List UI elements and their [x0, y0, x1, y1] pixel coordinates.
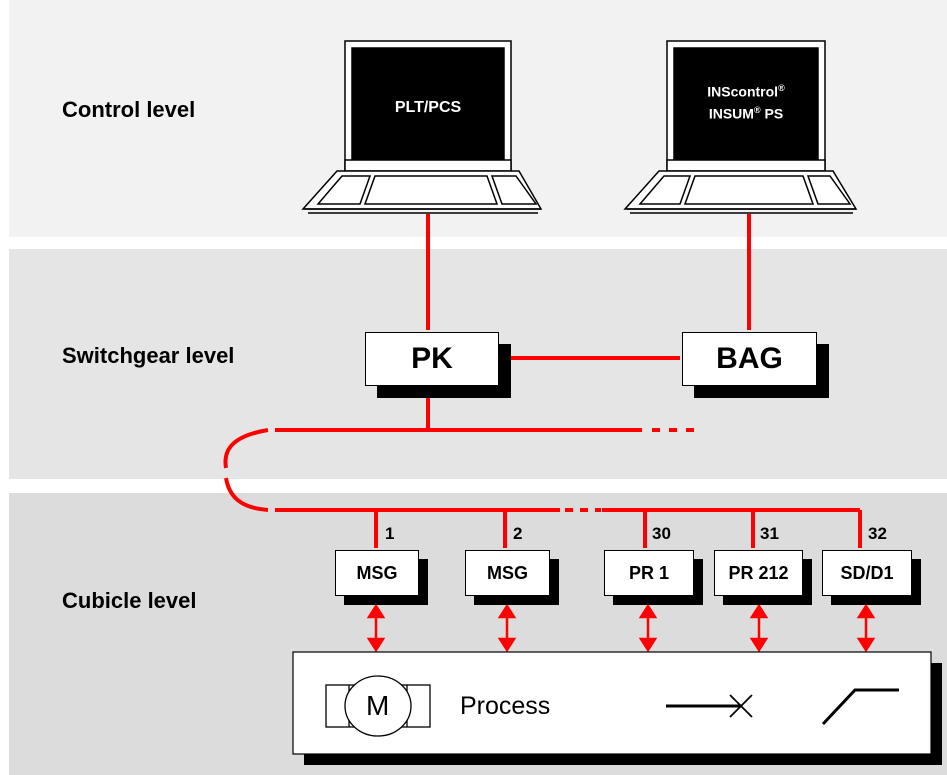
motor-icon	[325, 675, 431, 737]
cubicle-number-30: 30	[652, 524, 671, 543]
double-arrows	[366, 603, 876, 653]
cubicle-box-pr212: PR 212	[714, 550, 803, 596]
laptop-left-icon	[301, 40, 543, 214]
control-level-label: Control level	[62, 97, 196, 122]
bag-box: BAG	[682, 332, 817, 386]
cubicle-box-pr1: PR 1	[604, 550, 694, 596]
cubicle-number-2: 2	[513, 524, 523, 543]
switchgear-level-label: Switchgear level	[62, 343, 235, 368]
cubicle-number-31: 31	[760, 524, 779, 543]
right-screen-line2-b: PS	[764, 105, 784, 122]
cubicle-box-sdd1: SD/D1	[822, 550, 912, 596]
cubicle-box-msg-2: MSG	[465, 550, 550, 596]
cubicle-box-msg-1: MSG	[335, 550, 419, 596]
right-screen-label: INScontrol® INSUM® PS	[674, 79, 818, 122]
cubicle-number-32: 32	[868, 524, 887, 543]
right-screen-line1: INScontrol	[707, 83, 779, 100]
ramp-icon	[821, 688, 899, 726]
bus-lines	[275, 214, 862, 548]
registered-mark-1: ®	[778, 83, 785, 93]
right-screen-line2-a: INSUM	[708, 105, 754, 122]
registered-mark-2: ®	[753, 104, 761, 115]
bus-loop	[223, 428, 269, 512]
process-label: Process	[460, 692, 551, 720]
laptop-right-icon	[623, 40, 858, 214]
switch-icon	[666, 694, 753, 718]
left-screen-label: PLT/PCS	[394, 99, 462, 116]
motor-letter: M	[366, 690, 390, 721]
bus-continuation-dots	[565, 428, 694, 512]
cubicle-level-label: Cubicle level	[62, 588, 197, 613]
cubicle-number-1: 1	[385, 524, 395, 543]
pk-box: PK	[365, 332, 499, 386]
